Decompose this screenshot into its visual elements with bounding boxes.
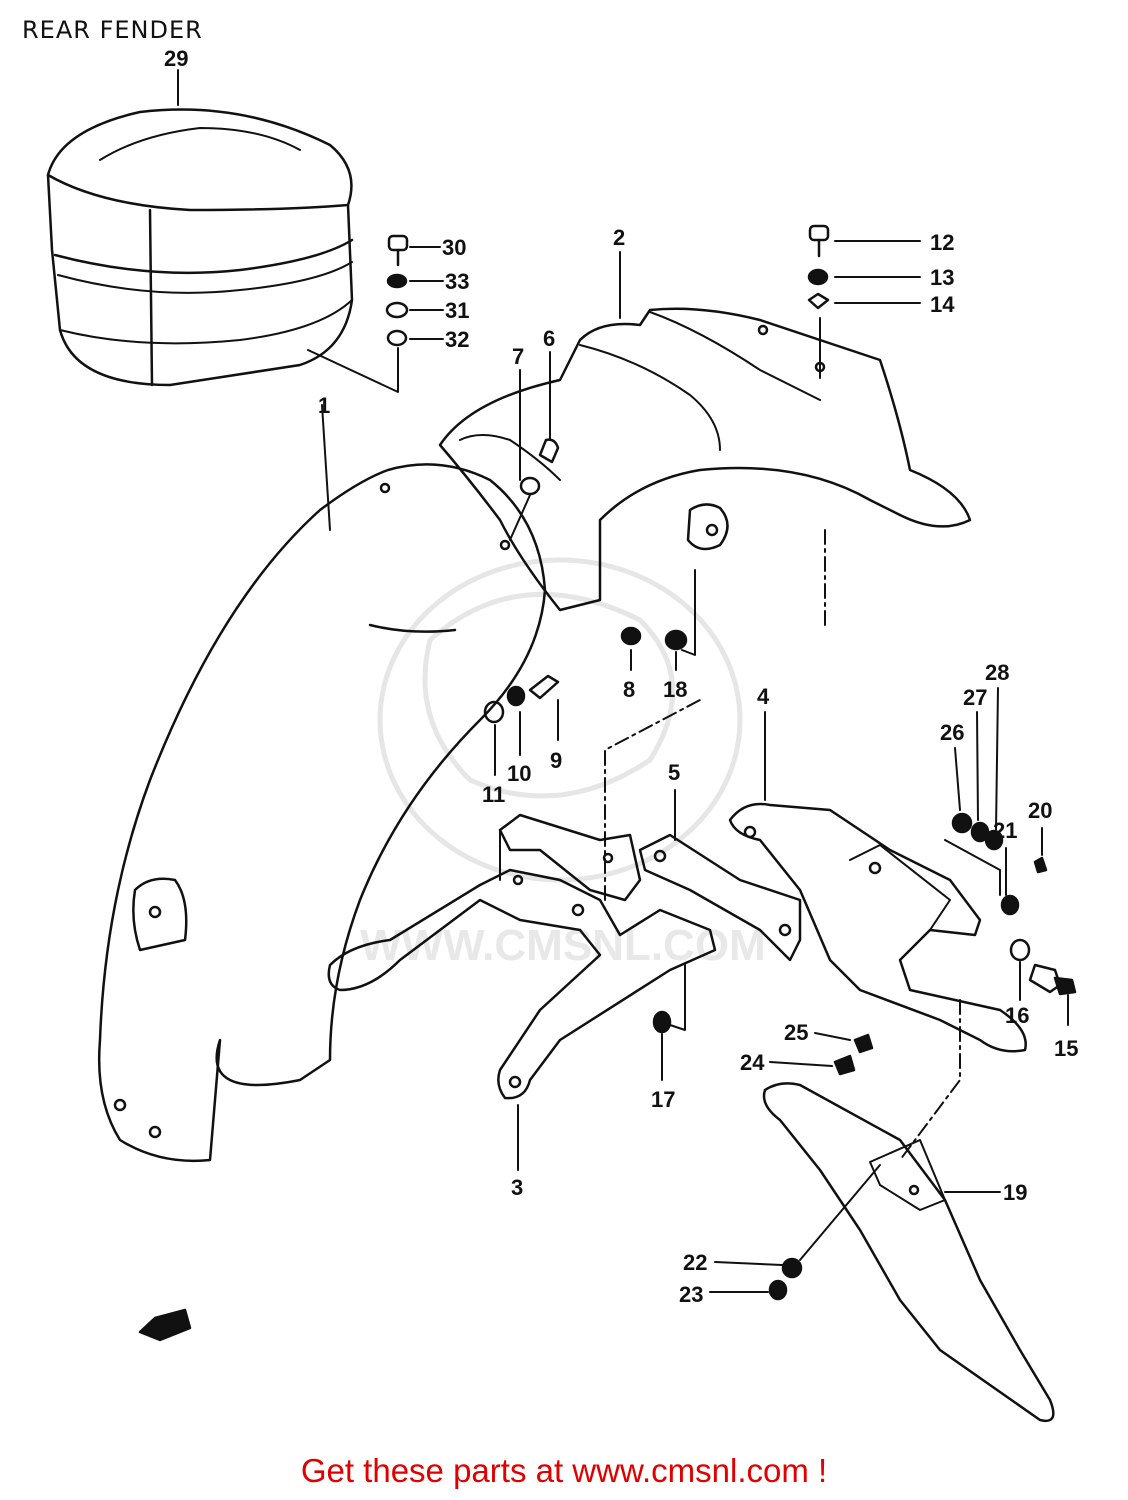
part-4-bracket <box>728 711 1027 1053</box>
label-part-8: 8 <box>623 677 635 702</box>
label-part-10: 10 <box>507 761 531 786</box>
label-part-31: 31 <box>445 298 469 323</box>
label-part-15: 15 <box>1054 1036 1078 1061</box>
part-3-bracket <box>327 813 717 1100</box>
label-part-7: 7 <box>512 344 524 369</box>
label-part-16: 16 <box>1005 1003 1029 1028</box>
label-part-4: 4 <box>757 684 770 709</box>
label-part-14: 14 <box>930 292 955 317</box>
label-part-26: 26 <box>940 720 964 745</box>
page-title: REAR FENDER <box>22 16 203 44</box>
label-part-28: 28 <box>985 660 1009 685</box>
front-arrow-icon <box>138 1308 192 1342</box>
part-5-bracket <box>638 789 802 962</box>
label-part-25: 25 <box>784 1020 808 1045</box>
label-part-6: 6 <box>543 326 555 351</box>
watermark-text: WWW.CMSNL.COM <box>360 921 766 970</box>
fasteners-15-28 <box>944 687 1077 1026</box>
label-part-24: 24 <box>740 1050 765 1075</box>
fasteners-30-33 <box>307 234 444 393</box>
fasteners-9-10-11 <box>483 674 560 776</box>
fasteners-6-7 <box>499 351 560 551</box>
center-lines <box>604 529 961 1161</box>
label-part-20: 20 <box>1028 798 1052 823</box>
label-part-17: 17 <box>651 1087 675 1112</box>
label-part-22: 22 <box>683 1250 707 1275</box>
label-part-30: 30 <box>442 235 466 260</box>
label-part-21: 21 <box>993 818 1017 843</box>
fasteners-12-14 <box>807 224 921 310</box>
fasteners-8-18 <box>620 569 696 671</box>
leader-1 <box>321 404 331 531</box>
label-part-33: 33 <box>445 269 469 294</box>
fasteners-22-23 <box>709 1164 881 1301</box>
label-part-29: 29 <box>164 46 188 71</box>
label-part-1: 1 <box>318 393 330 418</box>
part-29-rear-bag <box>46 108 354 387</box>
footer-link[interactable]: Get these parts at www.cmsnl.com ! <box>300 1452 828 1489</box>
part-1-rear-fender <box>97 463 547 1163</box>
label-part-5: 5 <box>668 760 680 785</box>
label-part-32: 32 <box>445 327 469 352</box>
label-part-23: 23 <box>679 1282 703 1307</box>
label-part-2: 2 <box>613 225 625 250</box>
label-part-19: 19 <box>1003 1180 1027 1205</box>
label-part-12: 12 <box>930 230 954 255</box>
label-part-27: 27 <box>963 685 987 710</box>
label-part-11: 11 <box>482 782 505 807</box>
label-part-18: 18 <box>663 677 687 702</box>
label-part-3: 3 <box>511 1175 523 1200</box>
exploded-parts-diagram: WWW.CMSNL.COM <box>46 46 1078 1423</box>
part-2-inner-fender <box>438 307 972 612</box>
label-part-9: 9 <box>550 748 562 773</box>
fasteners-17-24-25 <box>652 964 874 1081</box>
label-part-13: 13 <box>930 265 954 290</box>
part-19-mudguard <box>762 1082 1055 1423</box>
